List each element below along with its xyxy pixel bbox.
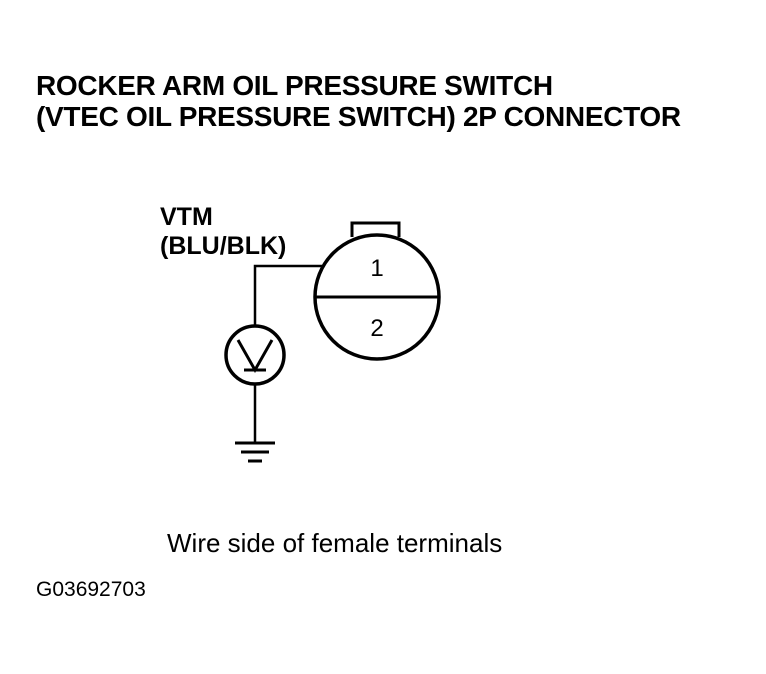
probe-wire	[253, 264, 322, 335]
diagram-title: ROCKER ARM OIL PRESSURE SWITCH (VTEC OIL…	[36, 70, 681, 132]
wire-name: VTM	[160, 203, 213, 231]
voltmeter-icon	[224, 324, 286, 386]
figure-id: G03692703	[36, 578, 146, 601]
title-line-2: (VTEC OIL PRESSURE SWITCH) 2P CONNECTOR	[36, 101, 681, 132]
title-line-1: ROCKER ARM OIL PRESSURE SWITCH	[36, 70, 553, 101]
caption-text: Wire side of female terminals	[167, 528, 503, 558]
terminal-1-label: 1	[370, 255, 383, 282]
terminal-2-label: 2	[370, 315, 383, 342]
ground-icon	[235, 441, 275, 463]
wire-label: VTM (BLU/BLK)	[160, 203, 286, 261]
wire-color: (BLU/BLK)	[160, 232, 287, 260]
connector-key-tab	[350, 221, 401, 237]
